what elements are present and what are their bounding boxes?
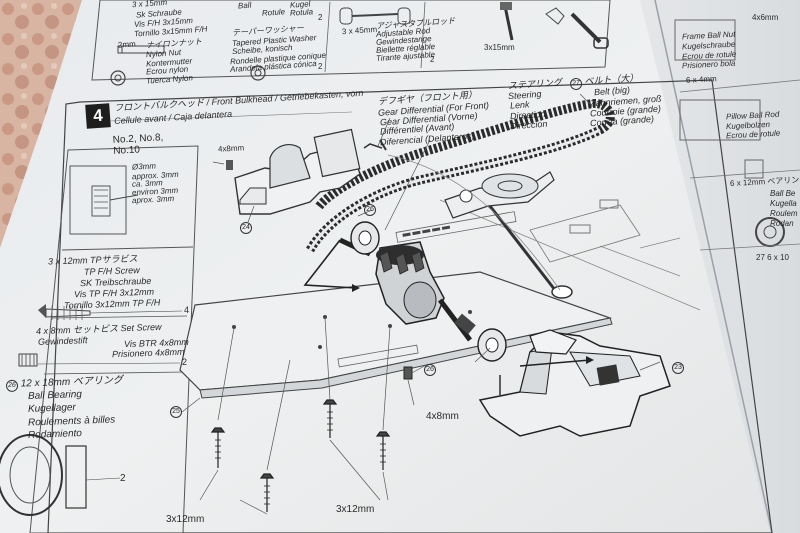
bearing-de: Kugellager [27, 402, 76, 415]
callout-26a: 26 [364, 204, 376, 216]
bearing-es: Rodamiento [27, 428, 83, 441]
callout-23-num: 23 [672, 362, 684, 374]
label-4x8-diagram: 4x8mm [426, 411, 459, 422]
tp-screw-qty: 4 [184, 305, 190, 315]
top-strip-2mm: 2mm [117, 39, 137, 50]
callout-25-num: 25 [170, 406, 182, 418]
bearing-qty: 2 [120, 473, 126, 484]
label-3x12-right: 3x12mm [336, 504, 375, 515]
top-qty-left: 2 [318, 62, 323, 71]
belt-part-number: 27 [569, 77, 583, 91]
right-line-4: 4x6mm [752, 13, 779, 22]
set-screw-de: Gewindestift [37, 335, 88, 347]
ball-fr: Rotule [261, 7, 286, 18]
right-line-12: Roulem [770, 209, 798, 218]
label-3x12-left: 3x12mm [166, 514, 205, 525]
callout-26b: 26 [424, 364, 436, 376]
right-line-13: Rodan [770, 219, 794, 228]
parts-reference: No.2, No.8, No.10 [112, 132, 164, 157]
callout-26a-num: 26 [364, 204, 376, 216]
bearing-en: Ball Bearing [27, 389, 83, 402]
right-line-10: Ball Be [770, 189, 796, 198]
callout-24-num: 24 [240, 222, 252, 234]
right-line-11: Kugella [770, 199, 797, 208]
ball-es: Rotula [289, 7, 314, 18]
right-line-5: 6 x 4mm [685, 74, 717, 85]
tp-screw-en: TP F/H Screw [83, 265, 140, 277]
step-number-badge: 4 [85, 103, 111, 129]
set-screw-qty: 2 [182, 357, 188, 367]
callout-23: 23 [672, 362, 684, 374]
ball-en: Ball [237, 0, 252, 11]
top-qty-right: 2 [430, 55, 435, 64]
callout-24: 24 [240, 222, 252, 234]
hint-size: 4x8mm [217, 143, 245, 154]
right-line-14: 27 6 x 10 [756, 253, 789, 262]
top-qty-mid: 2 [318, 13, 323, 22]
screw-3x15-label: 3x15mm [484, 43, 515, 52]
bearing-part-number: 26 [5, 379, 19, 393]
callout-26b-num: 26 [424, 364, 436, 376]
callout-25: 25 [170, 406, 182, 418]
bearing-size: 12 x 18mm ベアリング [20, 374, 124, 390]
